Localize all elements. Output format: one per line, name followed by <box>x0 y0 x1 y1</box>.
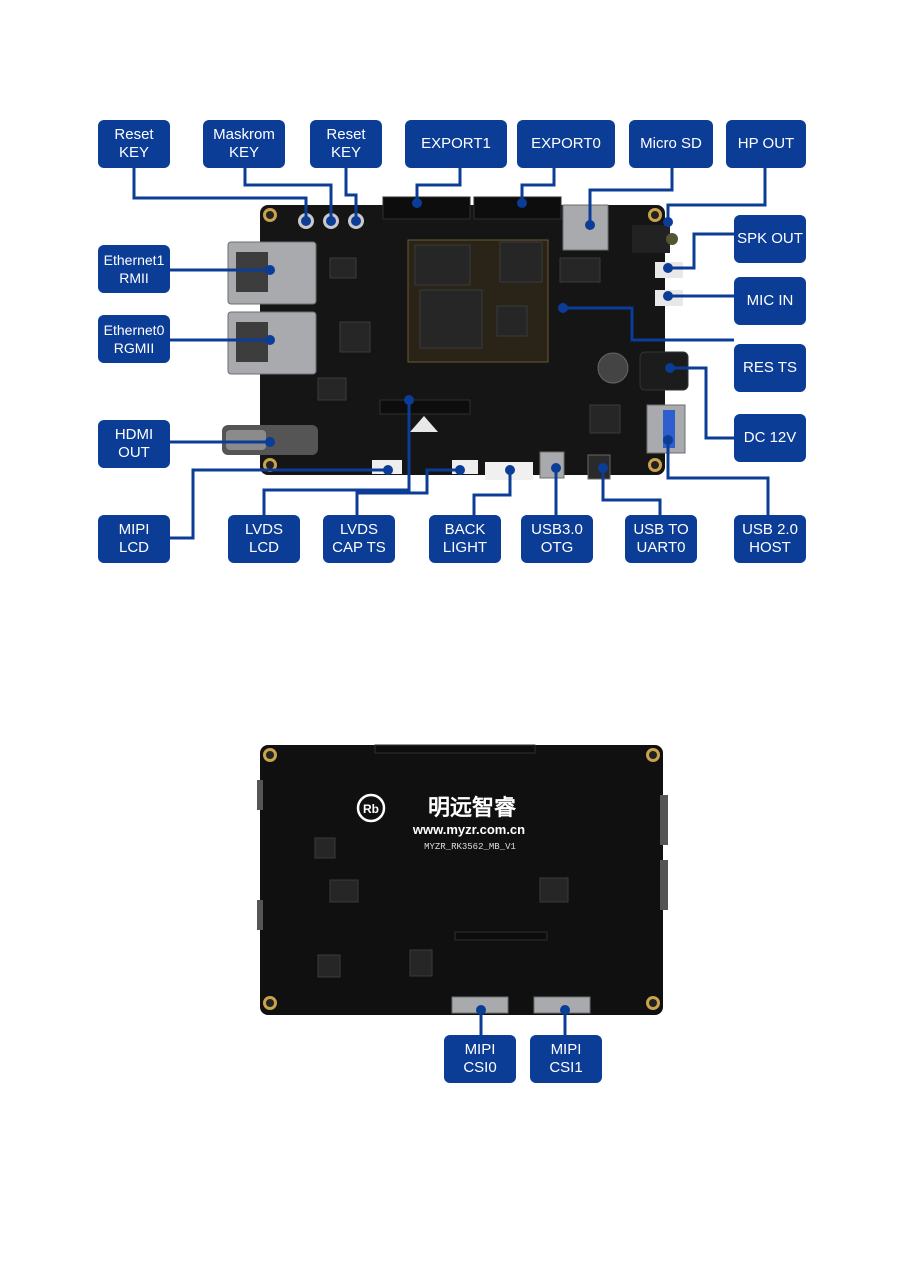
front-board <box>222 196 689 480</box>
label-hp-out: HP OUT <box>726 120 806 168</box>
label-mipi-csi1: MIPI CSI1 <box>530 1035 602 1083</box>
label-hdmi-out: HDMI OUT <box>98 420 170 468</box>
back-board: Rb 明远智睿 www.myzr.com.cn MYZR_RK3562_MB_V… <box>257 744 668 1015</box>
label-maskrom-key: Maskrom KEY <box>203 120 285 168</box>
label-reset-key-right: Reset KEY <box>310 120 382 168</box>
connector-lines <box>132 168 770 1035</box>
label-mic-in: MIC IN <box>734 277 806 325</box>
label-ethernet0: Ethernet0 RGMII <box>98 315 170 363</box>
label-micro-sd: Micro SD <box>629 120 713 168</box>
label-reset-key-left: Reset KEY <box>98 120 170 168</box>
brand-website: www.myzr.com.cn <box>412 822 525 837</box>
label-usb30-otg: USB3.0 OTG <box>521 515 593 563</box>
label-dc-12v: DC 12V <box>734 414 806 462</box>
svg-text:Rb: Rb <box>363 802 379 816</box>
label-back-light: BACK LIGHT <box>429 515 501 563</box>
label-usb-to-uart0: USB TO UART0 <box>625 515 697 563</box>
brand-name: 明远智睿 <box>428 795 517 821</box>
label-mipi-lcd: MIPI LCD <box>98 515 170 563</box>
board-model: MYZR_RK3562_MB_V1 <box>424 842 516 852</box>
label-usb20-host: USB 2.0 HOST <box>734 515 806 563</box>
label-lvds-cap-ts: LVDS CAP TS <box>323 515 395 563</box>
label-res-ts: RES TS <box>734 344 806 392</box>
label-ethernet1: Ethernet1 RMII <box>98 245 170 293</box>
label-mipi-csi0: MIPI CSI0 <box>444 1035 516 1083</box>
label-export1: EXPORT1 <box>405 120 507 168</box>
label-spk-out: SPK OUT <box>734 215 806 263</box>
label-export0: EXPORT0 <box>517 120 615 168</box>
connector-dots <box>265 198 675 1015</box>
label-lvds-lcd: LVDS LCD <box>228 515 300 563</box>
